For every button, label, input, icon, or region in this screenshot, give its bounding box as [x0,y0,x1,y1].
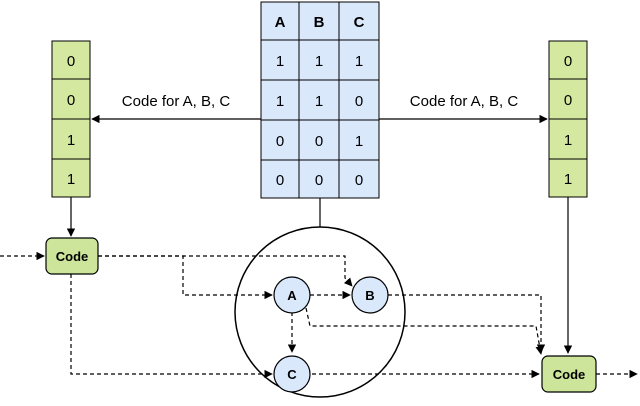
edge-b-to-right-code [388,294,546,353]
graph-container-circle [234,226,406,398]
vector-cell: 1 [67,132,75,149]
table-cell: 0 [276,133,284,150]
right-arrow-label: Code for A, B, C [410,93,519,110]
vector-cell: 1 [67,171,75,188]
vector-cell: 1 [564,132,572,149]
right-code-vector: 0 0 1 1 [548,40,588,198]
code-box-right: Code [541,355,597,393]
vector-cell: 1 [564,171,572,188]
table-row-4: 0 0 0 [260,159,380,199]
vector-cell: 0 [564,92,572,109]
code-box-right-label: Code [553,367,586,382]
left-arrow-label: Code for A, B, C [122,93,231,110]
table-header-a: A [275,14,286,31]
table-cell: 0 [355,93,363,110]
code-box-left-label: Code [56,249,89,264]
graph-node-a: A [273,276,311,314]
vector-cell: 0 [564,53,572,70]
table-header-row: A B C [260,1,380,41]
table-cell: 1 [355,53,363,70]
table-row-3: 0 0 1 [260,119,380,161]
graph-node-b: B [351,276,389,314]
truth-table: A B C 1 1 1 1 1 0 0 0 1 [260,1,380,199]
edge-code-to-c [70,274,273,379]
graph-node-c: C [273,355,311,393]
table-cell: 0 [315,172,323,189]
node-c-label: C [287,367,297,382]
table-cell: 0 [355,172,363,189]
table-cell: 0 [276,172,284,189]
edge-code-to-b [98,255,353,287]
left-code-vector: 0 0 1 1 [51,40,91,198]
vector-cell: 0 [67,53,75,70]
table-cell: 1 [276,93,284,110]
table-row-1: 1 1 1 [260,39,380,81]
node-b-label: B [365,288,374,303]
vector-cell: 0 [67,92,75,109]
edge-a-to-right-code [305,307,544,355]
dashed-edges [0,251,638,379]
table-header-b: B [314,14,325,31]
code-box-left: Code [45,237,99,275]
node-a-label: A [287,288,297,303]
table-header-c: C [354,14,365,31]
table-cell: 1 [315,53,323,70]
table-cell: 1 [315,93,323,110]
table-cell: 0 [315,133,323,150]
table-row-2: 1 1 0 [260,79,380,121]
table-cell: 1 [276,53,284,70]
table-cell: 1 [355,133,363,150]
